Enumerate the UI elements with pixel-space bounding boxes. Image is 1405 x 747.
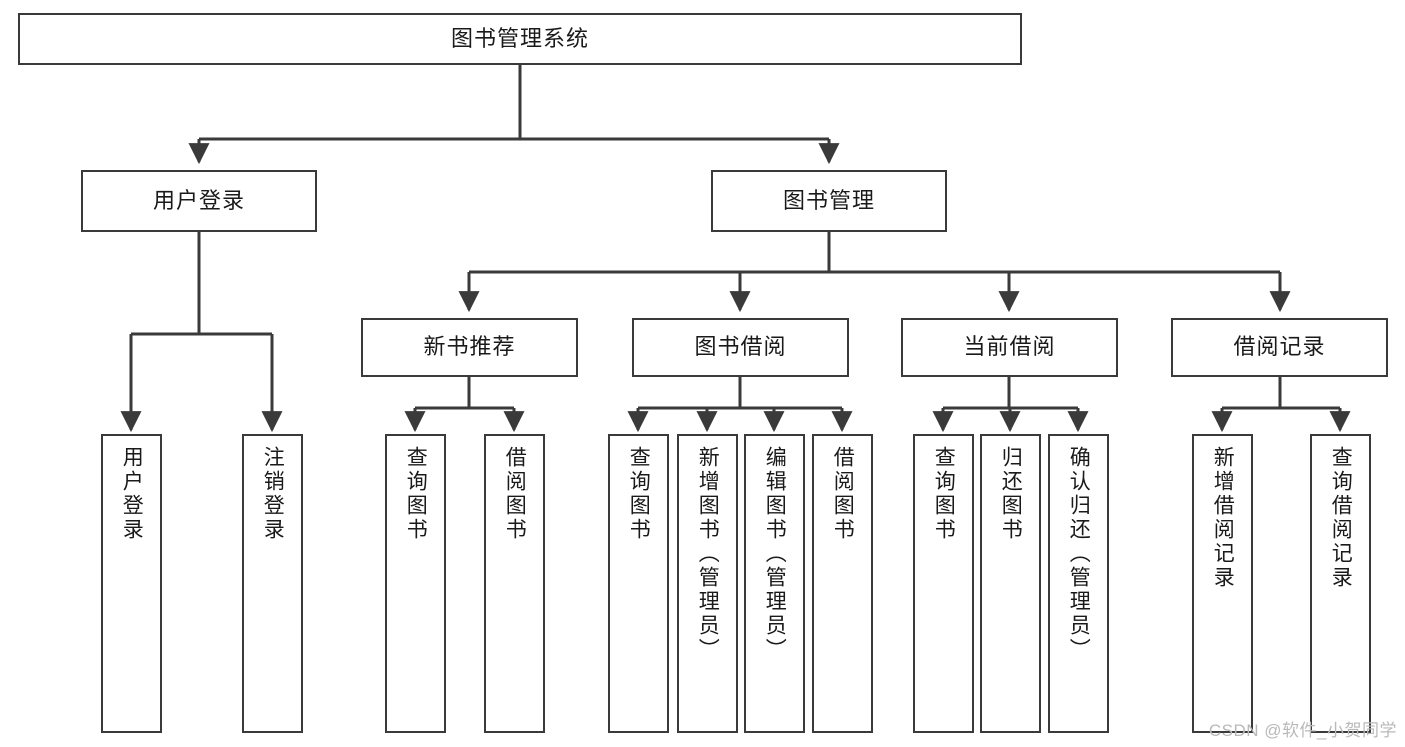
node-user-login-label: 用户登录	[152, 187, 245, 213]
node-book-management[interactable]: 图书管理	[711, 170, 947, 232]
leaf-confirm-return-admin[interactable]: 确认归还（管理员）	[1048, 434, 1109, 733]
leaf-borrow-book-new-label: 借阅图书	[503, 446, 527, 542]
leaf-return-book-label: 归还图书	[999, 446, 1023, 542]
leaf-borrow-book-label: 借阅图书	[831, 446, 855, 542]
node-current-borrow-label: 当前借阅	[963, 334, 1056, 360]
node-root[interactable]: 图书管理系统	[18, 13, 1022, 65]
node-book-borrow[interactable]: 图书借阅	[632, 318, 849, 377]
leaf-query-book-borrow[interactable]: 查询图书	[608, 434, 669, 733]
watermark: CSDN @软件_小贺同学	[1208, 721, 1397, 740]
leaf-add-book-admin-label: 新增图书（管理员）	[696, 446, 720, 662]
leaf-edit-book-admin[interactable]: 编辑图书（管理员）	[744, 434, 805, 733]
leaf-query-borrow-record-label: 查询借阅记录	[1329, 446, 1353, 590]
node-current-borrow[interactable]: 当前借阅	[901, 318, 1118, 377]
leaf-logout-label: 注销登录	[261, 446, 285, 542]
leaf-edit-book-admin-label: 编辑图书（管理员）	[763, 446, 787, 662]
node-user-login[interactable]: 用户登录	[81, 170, 317, 232]
leaf-query-book-borrow-label: 查询图书	[627, 446, 651, 542]
node-book-management-label: 图书管理	[782, 187, 875, 213]
leaf-add-borrow-record-label: 新增借阅记录	[1211, 446, 1235, 590]
node-root-label: 图书管理系统	[450, 25, 589, 51]
leaf-query-book-current[interactable]: 查询图书	[913, 434, 974, 733]
node-new-book-recommend-label: 新书推荐	[423, 334, 516, 360]
leaf-query-book-new-label: 查询图书	[404, 446, 428, 542]
leaf-logout[interactable]: 注销登录	[242, 434, 303, 733]
leaf-return-book[interactable]: 归还图书	[980, 434, 1041, 733]
leaf-query-book-current-label: 查询图书	[932, 446, 956, 542]
node-book-borrow-label: 图书借阅	[694, 334, 787, 360]
node-new-book-recommend[interactable]: 新书推荐	[361, 318, 578, 377]
node-borrow-records-label: 借阅记录	[1233, 334, 1326, 360]
leaf-user-login-label: 用户登录	[120, 446, 144, 542]
leaf-confirm-return-admin-label: 确认归还（管理员）	[1067, 446, 1091, 662]
node-borrow-records[interactable]: 借阅记录	[1171, 318, 1388, 377]
leaf-query-borrow-record[interactable]: 查询借阅记录	[1310, 434, 1371, 733]
leaf-add-book-admin[interactable]: 新增图书（管理员）	[677, 434, 738, 733]
leaf-query-book-new[interactable]: 查询图书	[385, 434, 446, 733]
leaf-borrow-book[interactable]: 借阅图书	[812, 434, 873, 733]
leaf-add-borrow-record[interactable]: 新增借阅记录	[1192, 434, 1253, 733]
leaf-user-login[interactable]: 用户登录	[101, 434, 162, 733]
leaf-borrow-book-new[interactable]: 借阅图书	[484, 434, 545, 733]
